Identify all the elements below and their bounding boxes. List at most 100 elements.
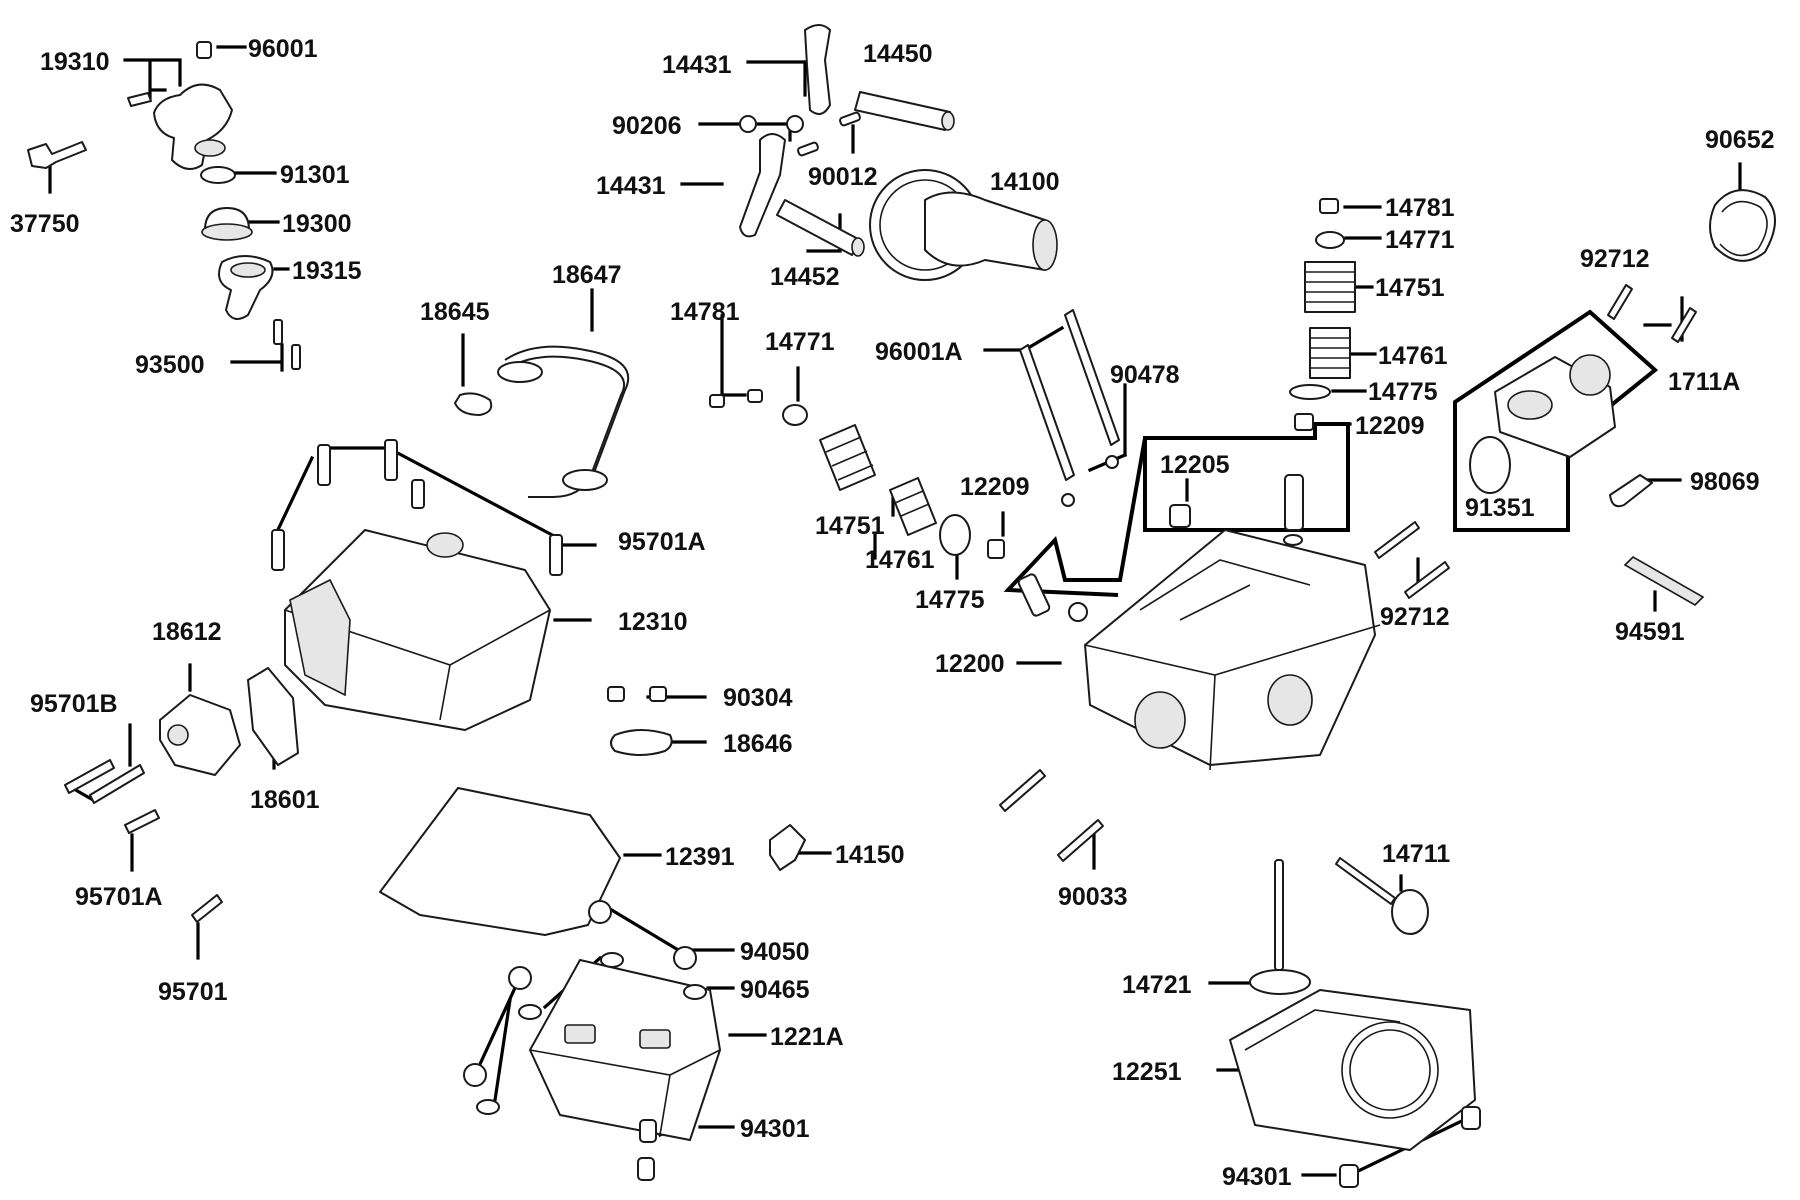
studs-90033-part <box>999 769 1104 862</box>
label-14781-upper: 14781 <box>1385 194 1455 222</box>
label-14761-upper: 14761 <box>1378 342 1448 370</box>
thermostat-19300-part <box>201 207 253 241</box>
valve-14711-part <box>1335 857 1429 935</box>
bolts-95701B-part <box>64 759 145 804</box>
label-90465: 90465 <box>740 976 810 1004</box>
nuts-94050-part <box>463 900 697 1087</box>
valve-keepers-14781-upper-part <box>1319 198 1339 214</box>
studs-92712-lower-part <box>1374 521 1450 599</box>
label-95701: 95701 <box>158 978 228 1006</box>
gasket-18646-part <box>610 729 673 756</box>
seal-12209-upper-part <box>1294 413 1314 431</box>
label-95701B: 95701B <box>30 690 118 718</box>
retainer-14771-lower-part <box>782 404 808 426</box>
gasket-12391-part <box>379 787 621 936</box>
label-12209-lower: 12209 <box>960 473 1030 501</box>
cylinder-gasket-12251-part <box>1229 989 1476 1151</box>
hose-clamp-90652-part <box>1709 189 1776 262</box>
bolts-90304-part <box>607 686 667 702</box>
label-12205: 12205 <box>1160 451 1230 479</box>
label-19310: 19310 <box>40 48 110 76</box>
label-96001: 96001 <box>248 35 318 63</box>
label-90652: 90652 <box>1705 126 1775 154</box>
rocker-support-1221A-part <box>529 959 721 1141</box>
label-14100: 14100 <box>990 168 1060 196</box>
valve-guide-left-part <box>1017 573 1088 622</box>
label-18612: 18612 <box>152 618 222 646</box>
temperature-sensor-part <box>27 141 87 169</box>
rocker-arm-upper-part <box>804 24 831 115</box>
label-96001A: 96001A <box>875 338 963 366</box>
dowel-12205-part <box>1169 504 1191 528</box>
label-94591: 94591 <box>1615 618 1685 646</box>
rocker-shaft-14450-part <box>854 91 955 131</box>
label-92712-lower: 92712 <box>1380 603 1450 631</box>
label-14452: 14452 <box>770 263 840 291</box>
o-ring-91351-part <box>1469 436 1511 494</box>
label-19300: 19300 <box>282 210 352 238</box>
rocker-arm-lower-part <box>739 133 786 238</box>
label-14761-lower: 14761 <box>865 546 935 574</box>
bolts-95701A-cover-part <box>271 439 563 576</box>
label-98069: 98069 <box>1690 468 1760 496</box>
label-90012: 90012 <box>808 163 878 191</box>
label-14431-upper: 14431 <box>662 51 732 79</box>
gasket-18601-part <box>247 667 299 766</box>
intake-manifold-1711A-part <box>1494 354 1616 458</box>
label-94050: 94050 <box>740 938 810 966</box>
sensor-98069-part <box>1609 474 1653 508</box>
spring-14751-lower-part <box>819 424 876 491</box>
rocker-shaft-14452-part <box>776 199 865 257</box>
label-18601: 18601 <box>250 786 320 814</box>
label-19315: 19315 <box>292 257 362 285</box>
o-ring-91301-part <box>200 166 236 184</box>
label-18646: 18646 <box>723 730 793 758</box>
label-14751-lower: 14751 <box>815 512 885 540</box>
gasket-18645-part <box>454 392 493 416</box>
bolt-95701A-part <box>124 809 160 834</box>
seat-14775-lower-part <box>939 514 971 556</box>
leader-lines <box>48 45 1742 1178</box>
retainer-14771-upper-part <box>1315 231 1345 249</box>
thermostat-housing-part <box>127 41 233 170</box>
long-bolts-96001A-part <box>1019 309 1120 507</box>
tensioner-14150-part <box>769 824 806 871</box>
label-14150: 14150 <box>835 841 905 869</box>
valve-14721-part <box>1249 859 1311 995</box>
spring-14751-upper-part <box>1304 261 1356 313</box>
valve-keepers-14781-lower-part <box>709 389 763 408</box>
dowels-94301-left-part <box>637 1119 657 1181</box>
label-14711: 14711 <box>1382 840 1450 868</box>
label-91301: 91301 <box>280 161 350 189</box>
pins-90012-90206-part <box>739 111 861 157</box>
label-14775-lower: 14775 <box>915 586 985 614</box>
label-90478: 90478 <box>1110 361 1180 389</box>
label-94301-left: 94301 <box>740 1115 810 1143</box>
valve-guide-part <box>1283 474 1304 546</box>
label-90206: 90206 <box>612 112 682 140</box>
label-94301-right: 94301 <box>1222 1163 1292 1191</box>
shim-94591-part <box>1623 556 1705 606</box>
label-14771-upper: 14771 <box>1385 226 1455 254</box>
breather-18612-part <box>159 694 241 776</box>
studs-92712-upper-part <box>1607 284 1697 343</box>
label-18647: 18647 <box>552 261 622 289</box>
label-14775-upper: 14775 <box>1368 378 1438 406</box>
label-1711A: 1711A <box>1668 368 1740 396</box>
seal-12209-lower-part <box>987 539 1005 559</box>
label-14721: 14721 <box>1122 971 1192 999</box>
label-95701A-cover: 95701A <box>618 528 706 556</box>
label-93500: 93500 <box>135 351 205 379</box>
label-12251: 12251 <box>1112 1058 1182 1086</box>
label-14781-lower: 14781 <box>670 298 740 326</box>
label-90033: 90033 <box>1058 883 1128 911</box>
cylinder-head-cover-12310-part <box>284 529 551 731</box>
spring-14761-upper-part <box>1309 327 1351 379</box>
label-12200: 12200 <box>935 650 1005 678</box>
label-92712-upper: 92712 <box>1580 245 1650 273</box>
label-14771-lower: 14771 <box>765 328 835 356</box>
label-18645: 18645 <box>420 298 490 326</box>
label-90304: 90304 <box>723 684 793 712</box>
label-12209-upper: 12209 <box>1355 412 1425 440</box>
